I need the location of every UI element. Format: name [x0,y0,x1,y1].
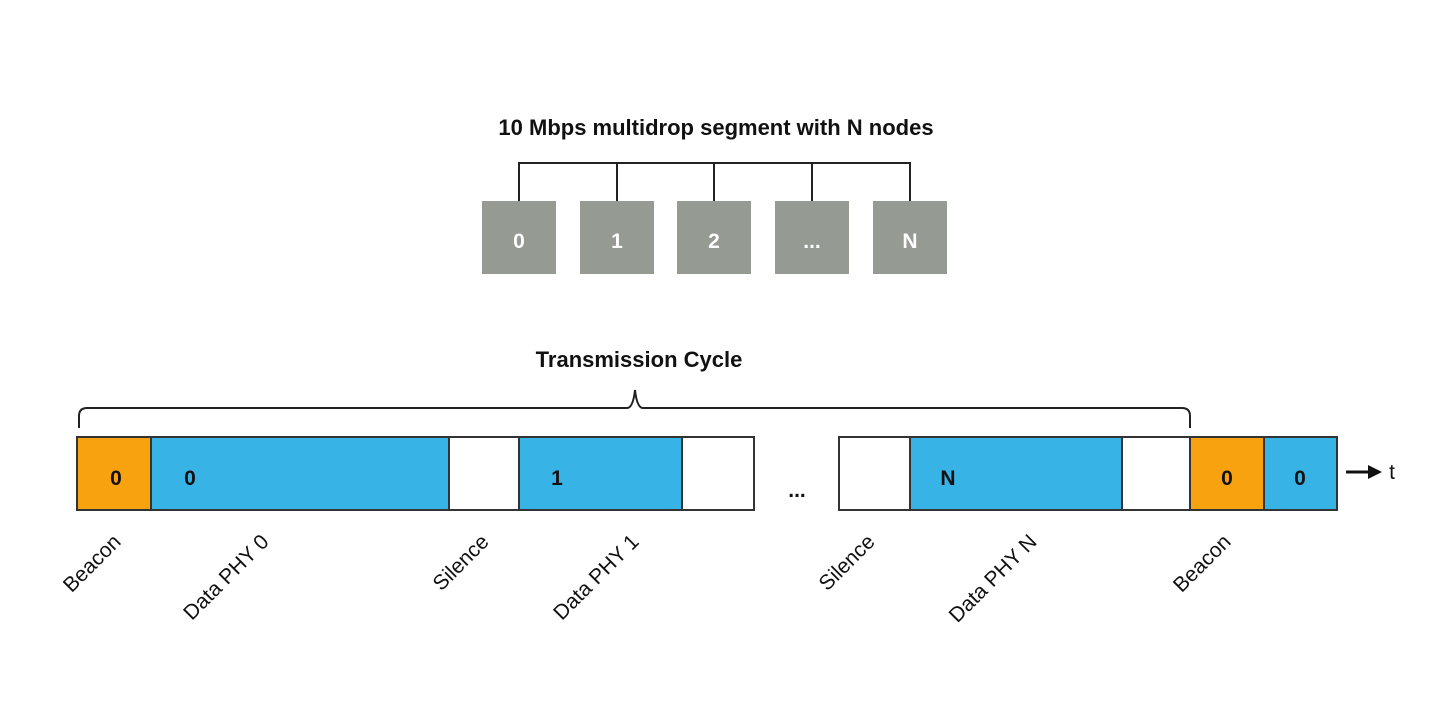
node-box [482,201,556,274]
slot-box [518,436,683,511]
label-data-phy-1: Data PHY 1 [549,530,643,624]
node-ellipsis: ... [775,201,849,274]
node-label: 1 [611,230,623,253]
slot-box [448,436,520,511]
node-1: 1 [580,201,654,274]
slot-beacon-0: 0 [76,436,152,511]
label-silence-1: Silence [815,530,880,595]
slot-silence-3 [1121,436,1191,511]
slot-silence-2 [838,436,911,511]
node-box [677,201,751,274]
time-axis-label: t [1389,461,1395,484]
slot-box [150,436,450,511]
slot-silence-1 [681,436,755,511]
label-silence-0: Silence [429,530,494,595]
cycle-brace [78,389,1191,428]
node-label: 0 [513,230,525,253]
slot-silence-0 [448,436,520,511]
slot-data-phy-0: 0 [150,436,450,511]
node-box [775,201,849,274]
slot-box [1263,436,1338,511]
node-n: N [873,201,947,274]
slot-box [681,436,755,511]
gap-ellipsis: ... [788,479,806,502]
slot-box [909,436,1123,511]
slot-number: 0 [184,467,196,490]
slot-box [1121,436,1191,511]
slot-box [838,436,911,511]
cycle-title: Transmission Cycle [536,347,743,372]
slot-number: N [940,467,955,490]
slot-data-phy-1: 1 [518,436,683,511]
slot-data-phy-0-next: 0 [1263,436,1338,511]
node-label: ... [803,230,821,253]
node-label: 2 [708,230,720,253]
label-beacon-1: Beacon [1169,530,1236,597]
segment-title: 10 Mbps multidrop segment with N nodes [498,115,933,140]
slot-data-phy-n: N [909,436,1123,511]
label-data-phy-0: Data PHY 0 [179,530,273,624]
slot-number: 0 [110,467,122,490]
slot-number: 0 [1221,467,1233,490]
label-beacon-0: Beacon [59,530,126,597]
slot-box [1189,436,1265,511]
bus-lines [518,162,911,202]
slot-number: 0 [1294,467,1306,490]
label-data-phy-n: Data PHY N [945,530,1042,627]
node-2: 2 [677,201,751,274]
node-0: 0 [482,201,556,274]
slot-number: 1 [551,467,563,490]
node-label: N [902,230,917,253]
node-box [580,201,654,274]
time-arrow [1346,465,1382,479]
slot-beacon-1: 0 [1189,436,1265,511]
node-box [873,201,947,274]
